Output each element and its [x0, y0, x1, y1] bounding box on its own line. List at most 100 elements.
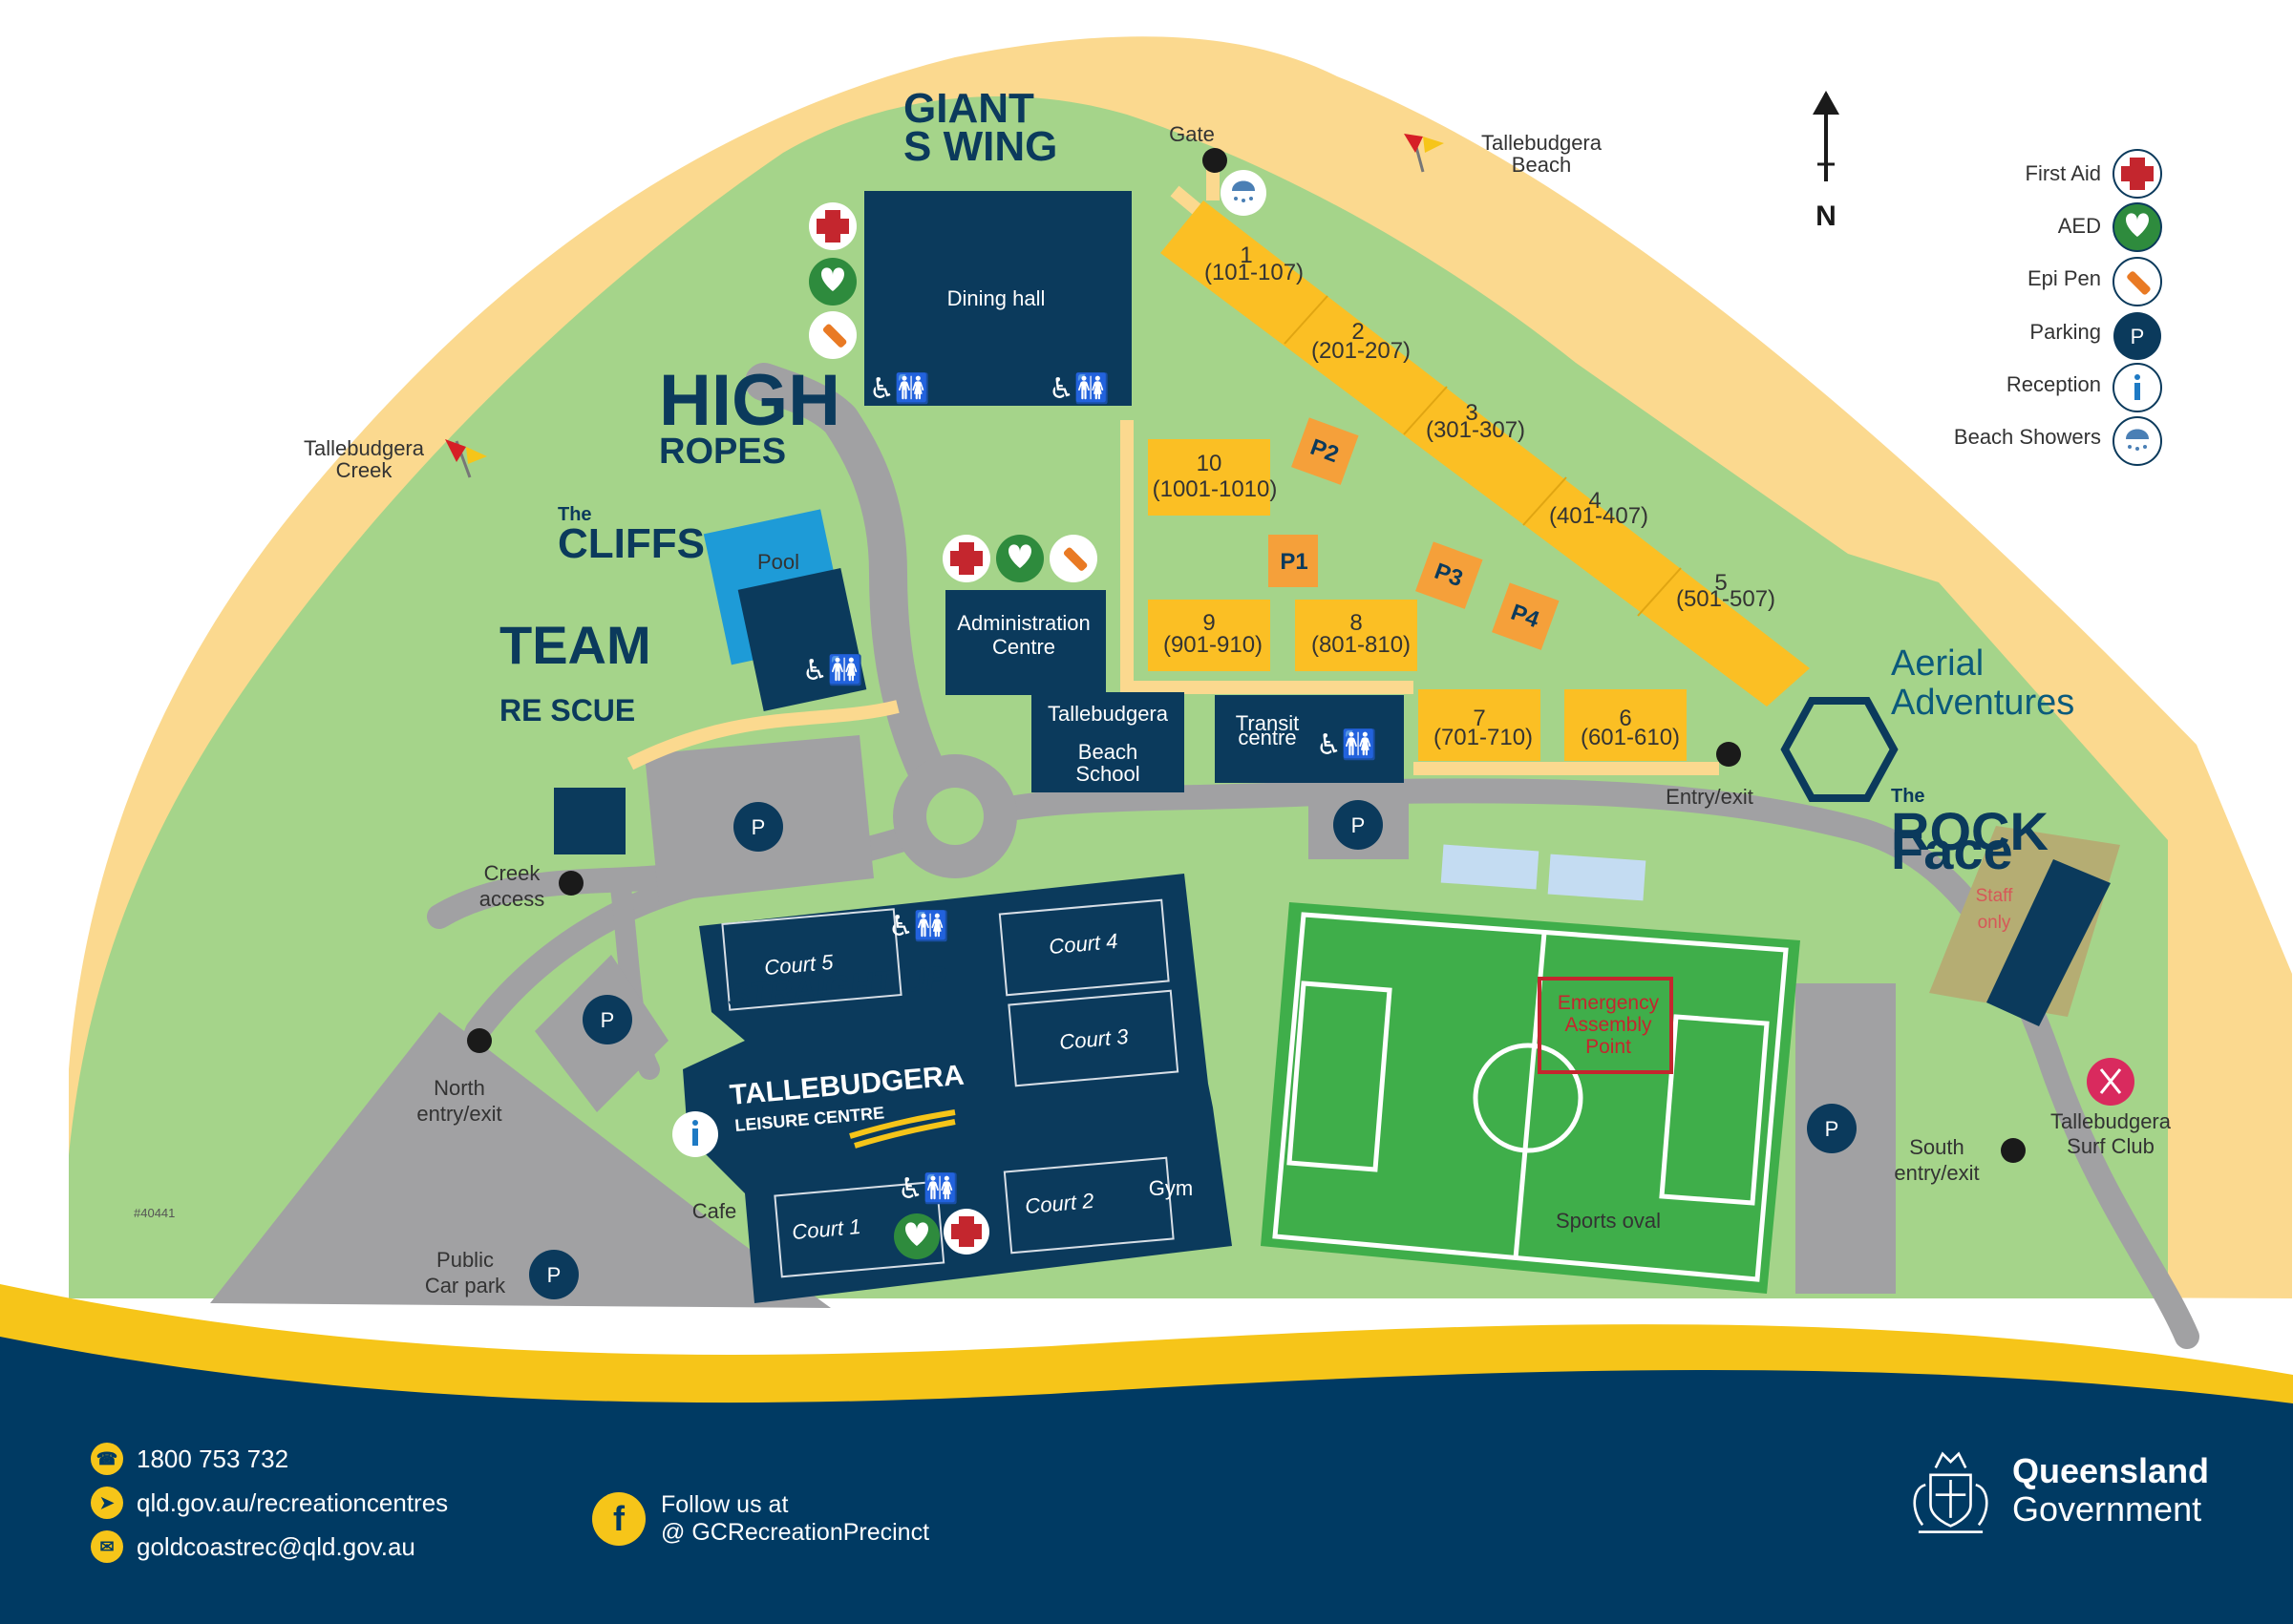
parking-bay-p1[interactable] [1268, 535, 1318, 587]
giant-swing-label: GIANT [903, 85, 1034, 132]
south-entry-label: entry/exit [1894, 1161, 1979, 1185]
the-cliffs-label: The [558, 504, 592, 525]
aed-icon[interactable] [996, 535, 1044, 582]
dining-hall-label: Dining hall [947, 286, 1046, 310]
legend-label: Epi Pen [2028, 266, 2101, 290]
block-7[interactable] [1418, 689, 1540, 761]
reception-icon[interactable] [672, 1111, 718, 1157]
email-icon: ✉ [91, 1530, 123, 1563]
parking-bay-p3[interactable] [1415, 541, 1483, 609]
legend: First Aid AED Epi Pen Parking P Receptio… [1954, 149, 2162, 466]
phone-number[interactable]: 1800 753 732 [137, 1444, 289, 1473]
surf-club-label: Surf Club [2067, 1134, 2155, 1158]
rock-face-wall[interactable] [1986, 859, 2111, 1026]
dining-hall[interactable] [864, 191, 1132, 406]
p1-label: P1 [1280, 549, 1307, 575]
beach-school-label: Beach [1078, 740, 1137, 764]
phone-contact[interactable]: ☎ 1800 753 732 [91, 1437, 448, 1481]
legend-reception: Reception [2006, 363, 2162, 412]
parking-p-label[interactable]: P [752, 815, 766, 839]
transit-centre[interactable] [1215, 695, 1404, 783]
rock-face-label: Face [1891, 820, 2013, 880]
legend-label: First Aid [2026, 161, 2101, 185]
parking-icon [2113, 312, 2161, 360]
block-10[interactable] [1148, 439, 1270, 516]
legend-beach-showers: Beach Showers [1954, 416, 2162, 466]
follow-text: Follow us at @ GCRecreationPrecinct [661, 1491, 929, 1547]
emergency-assembly-label: Assembly [1564, 1014, 1652, 1036]
first-aid-icon[interactable] [943, 535, 990, 582]
legend-label: AED [2058, 214, 2101, 238]
administration-centre[interactable] [945, 590, 1106, 695]
website-contact[interactable]: ➤ qld.gov.au/recreationcentres [91, 1481, 448, 1525]
staff-only-label: only [1978, 913, 2011, 933]
block-8[interactable] [1295, 600, 1417, 671]
epi-pen-icon[interactable] [809, 311, 857, 359]
parking-bay-p2[interactable] [1291, 417, 1359, 485]
svg-text:♿🚻: ♿🚻 [802, 653, 863, 687]
legend-first-aid: First Aid [2026, 149, 2162, 199]
social-follow[interactable]: f Follow us at @ GCRecreationPrecinct [592, 1491, 929, 1547]
emergency-assembly-box [1538, 977, 1673, 1074]
beach-showers-icon[interactable] [1221, 170, 1266, 216]
first-aid-icon[interactable] [809, 202, 857, 250]
parking-p-label[interactable]: P [1351, 813, 1366, 837]
parking-p-label[interactable]: P [1825, 1117, 1839, 1141]
tallebudgera-beach-label: Beach [1512, 153, 1571, 177]
parking-p-label[interactable]: P [601, 1008, 615, 1032]
gov-wordmark: Queensland Government [2012, 1450, 2210, 1529]
court-pad-1 [1440, 844, 1539, 890]
follow-line-2[interactable]: @ GCRecreationPrecinct [661, 1519, 930, 1546]
entry-markers [467, 148, 2026, 1163]
email-link[interactable]: goldcoastrec@qld.gov.au [137, 1531, 415, 1561]
aerial-adventures-label: Adventures [1891, 683, 2074, 723]
legend-epi-pen: Epi Pen [2028, 257, 2162, 306]
first-aid-icon[interactable] [944, 1209, 989, 1255]
legend-parking: Parking P [2029, 312, 2161, 360]
website-link[interactable]: qld.gov.au/recreationcentres [137, 1487, 449, 1517]
tallebudgera-beach-label: Tallebudgera [1481, 131, 1603, 155]
reception-icon [2134, 374, 2140, 400]
aerial-adventures-hexagon[interactable] [1780, 697, 1899, 802]
parking-icon-letter: P [2131, 325, 2145, 348]
block-8-num: 8 [1349, 610, 1362, 636]
phone-icon: ☎ [91, 1443, 123, 1475]
follow-line-1: Follow us at [661, 1491, 789, 1518]
public-car-park[interactable] [210, 1012, 831, 1308]
north-label: N [1815, 200, 1837, 232]
epi-pen-icon[interactable] [1050, 535, 1097, 582]
public-car-park-label: Car park [425, 1274, 506, 1297]
block-9-range: (901-910) [1163, 632, 1263, 658]
pool-label: Pool [757, 550, 799, 574]
emergency-assembly-label: Emergency [1558, 992, 1660, 1014]
epi-pen-icon [2127, 271, 2151, 295]
block-1-num: 1 [1240, 243, 1252, 268]
block-3-num: 3 [1465, 400, 1477, 426]
aed-icon[interactable] [809, 258, 857, 306]
beach-showers-icon [2126, 429, 2149, 451]
facebook-icon[interactable]: f [592, 1492, 646, 1546]
aed-icon[interactable] [894, 1213, 940, 1259]
north-arrow-icon [1813, 91, 1839, 181]
svg-text:♿🚻: ♿🚻 [1316, 728, 1377, 762]
block-9[interactable] [1148, 600, 1270, 671]
parking-icons[interactable] [529, 800, 1857, 1299]
block-2-num: 2 [1351, 319, 1364, 345]
leisure-centre[interactable] [683, 874, 1232, 1303]
court-pad-2 [1547, 854, 1646, 901]
creek-flag-icon [445, 439, 487, 478]
legend-aed: AED [2058, 202, 2162, 252]
parking-p-label[interactable]: P [547, 1263, 562, 1287]
beach-school[interactable] [1031, 692, 1184, 792]
parking-bay-p4[interactable] [1492, 582, 1560, 650]
block-6[interactable] [1564, 689, 1687, 761]
south-entry-label: South [1909, 1135, 1964, 1159]
svg-text:♿🚻: ♿🚻 [888, 909, 949, 943]
gov-name: Queensland [2012, 1450, 2210, 1490]
tallebudgera-creek-label: Creek [336, 458, 393, 482]
leisure-centre-wave [849, 1109, 956, 1149]
surf-club-icon[interactable] [2087, 1058, 2134, 1106]
toilet-icons: ♿🚻 ♿🚻 ♿🚻 ♿🚻 ♿🚻 ♿🚻 [802, 371, 1377, 1206]
footer-band [0, 1337, 2293, 1624]
email-contact[interactable]: ✉ goldcoastrec@qld.gov.au [91, 1525, 448, 1569]
